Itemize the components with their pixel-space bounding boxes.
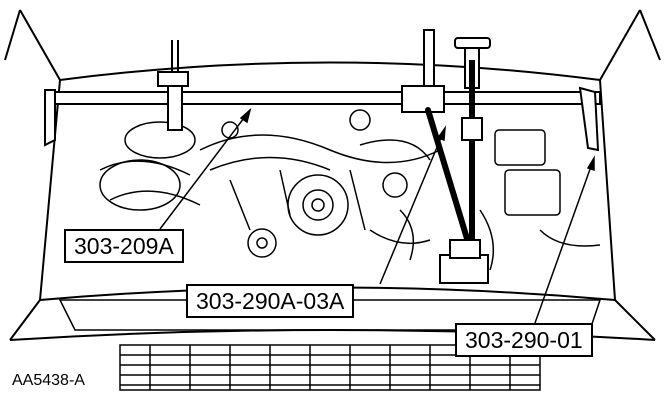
leader-line-303-290a-03a — [379, 127, 446, 285]
leader-lines — [159, 107, 595, 324]
figure-id-label: AA5438-A — [12, 372, 85, 389]
arrowhead-icon — [239, 107, 252, 124]
support-assembly — [401, 29, 491, 284]
callout-label-303-290a-03a: 303-290A-03A — [186, 284, 355, 318]
lifting-bar — [44, 40, 601, 152]
leader-line-303-209a — [159, 109, 251, 230]
callout-label-303-209a: 303-209A — [64, 229, 184, 263]
callout-label-303-290-01: 303-290-01 — [455, 323, 593, 357]
arrowhead-icon — [586, 155, 595, 172]
arrowhead-icon — [436, 125, 446, 142]
leader-line-303-290-01 — [534, 157, 595, 324]
